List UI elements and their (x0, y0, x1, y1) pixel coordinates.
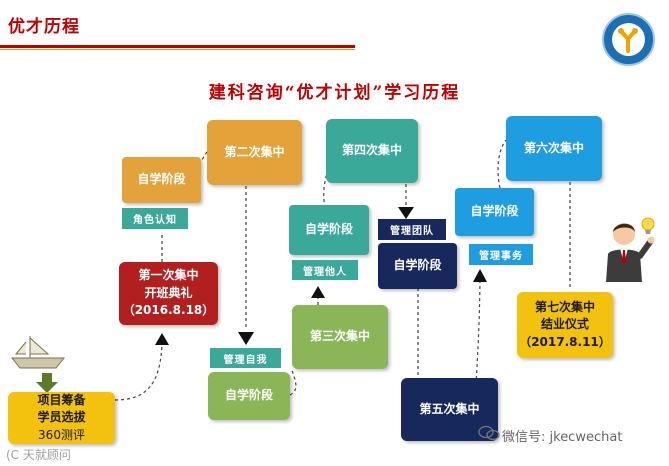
second-gathering-box: 第二次集中 (207, 120, 302, 185)
first-line-3: （2016.8.18） (123, 302, 215, 319)
self-study-box-5: 自学阶段 (455, 188, 534, 236)
first-line-2: 开班典礼 (144, 285, 192, 302)
start-line-1: 项目筹备 (37, 392, 85, 409)
start-line-2: 学员选拔 (37, 409, 85, 426)
tag-manage-team: 管理团队 (378, 219, 446, 240)
businessman-illustration (596, 212, 658, 284)
seventh-line-3: （2017.8.11） (519, 334, 611, 351)
wechat-icon (478, 425, 500, 441)
tag-manage-others: 管理他人 (292, 260, 358, 280)
fourth-gathering-box: 第四次集中 (326, 119, 418, 183)
self-study-box-1: 自学阶段 (122, 157, 201, 203)
tag-self-management: 管理自我 (210, 348, 281, 368)
sixth-gathering-box: 第六次集中 (506, 116, 602, 181)
start-line-3: 360测评 (38, 427, 85, 444)
down-arrow-icon (36, 373, 58, 393)
wechat-id: 微信号: jkecwechat (502, 426, 622, 445)
tag-role-cognition: 角色认知 (122, 208, 188, 229)
self-study-box-2: 自学阶段 (208, 372, 290, 420)
tag-manage-affairs: 管理事务 (469, 244, 533, 265)
first-line-1: 第一次集中 (138, 267, 198, 284)
first-gathering-box: 第一次集中 开班典礼 （2016.8.18） (119, 262, 218, 325)
footer-brand: (C 天就顾问 (6, 446, 71, 463)
ship-icon (8, 330, 68, 372)
self-study-box-4: 自学阶段 (378, 243, 457, 289)
self-study-box-3: 自学阶段 (289, 205, 369, 255)
seventh-gathering-box: 第七次集中 结业仪式 （2017.8.11） (517, 292, 613, 358)
seventh-line-2: 结业仪式 (541, 316, 589, 333)
seventh-line-1: 第七次集中 (535, 299, 595, 316)
start-box-project-prep: 项目筹备 学员选拔 360测评 (8, 392, 115, 444)
third-gathering-box: 第三次集中 (292, 305, 388, 369)
